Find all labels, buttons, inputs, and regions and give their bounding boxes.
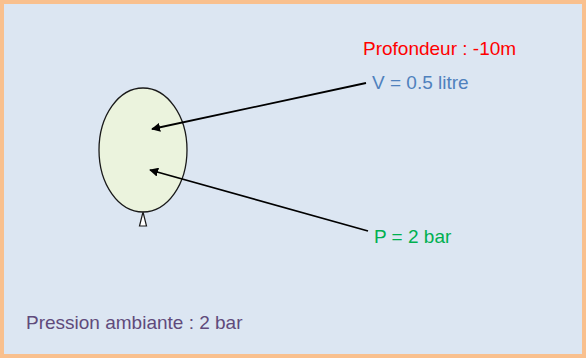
pressure-label: P = 2 bar (374, 226, 451, 248)
volume-label: V = 0.5 litre (372, 72, 469, 94)
leader-line (152, 83, 366, 129)
depth-label: Profondeur : -10m (363, 38, 516, 60)
leader-line (150, 170, 368, 231)
balloon-knot (140, 212, 147, 226)
ambient-pressure-label: Pression ambiante : 2 bar (26, 312, 243, 334)
balloon (99, 88, 187, 212)
